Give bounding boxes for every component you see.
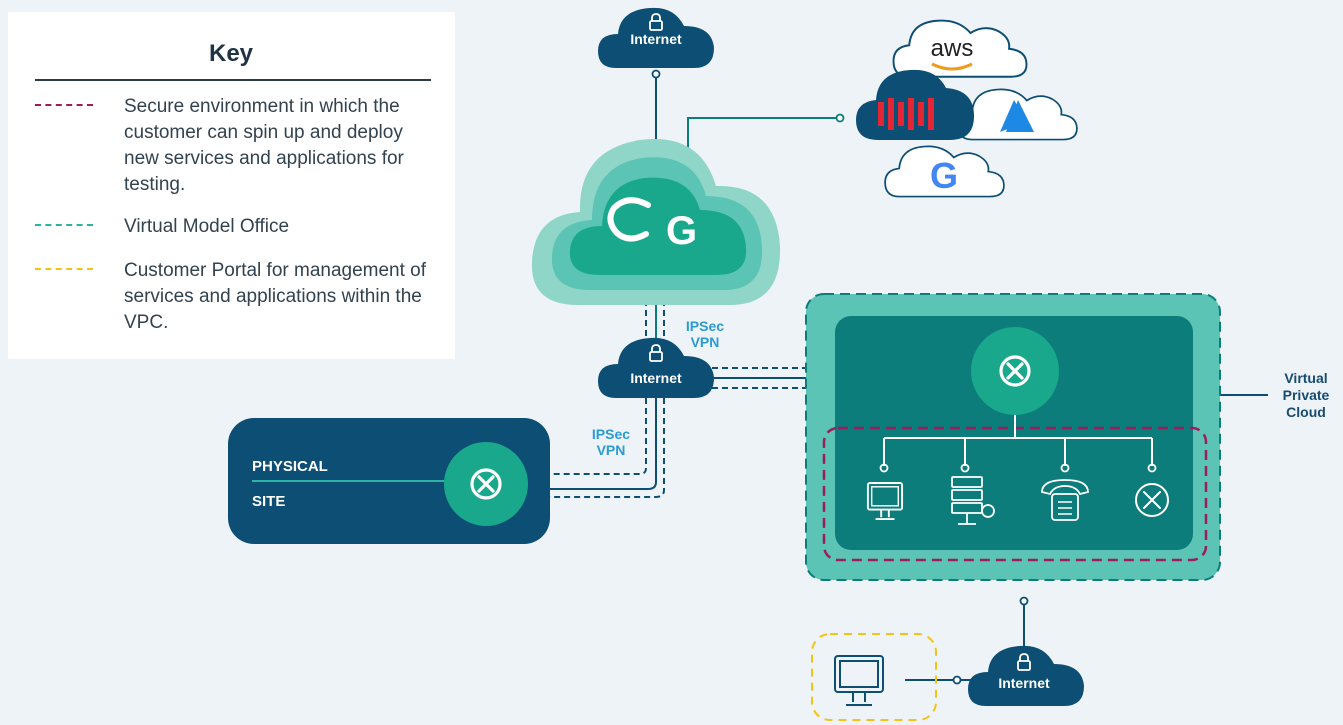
ipsec-line: IPSec [591,426,631,442]
provider-clouds: aws G [856,19,1078,198]
internet-label: Internet [630,370,682,386]
vpn-line: VPN [690,334,720,350]
network-node-icon [1143,491,1161,509]
key-dash-yellow [35,268,93,270]
key-title: Key [208,40,254,67]
vpc-label: Virtual Private Cloud [1272,370,1340,421]
telephone-icon [1041,479,1089,521]
cloudgateway-cloud: G [531,138,781,305]
monitor-icon [834,655,884,706]
internet-cloud-top: Internet [598,7,714,68]
virtual-private-cloud [805,293,1221,581]
azure-logo [1000,100,1034,132]
physical-site-label-line1: PHYSICAL [252,458,328,475]
key-item-label: Virtual Model Office [124,216,290,237]
key-dash-magenta [35,104,93,106]
server-icon [951,476,995,525]
internet-label: Internet [998,675,1050,691]
internet-label: Internet [630,31,682,47]
internet-cloud-middle: Internet [598,337,714,398]
svg-text:G: G [666,209,697,253]
cloudgateway-logo: G [607,197,697,253]
equinix-logo [878,98,934,130]
equinix-cloud [856,69,974,140]
customer-portal [811,633,937,721]
ipsec-line: IPSec [685,318,725,334]
vpn-line: VPN [596,442,626,458]
google-logo: G [930,155,958,196]
vpc-label-line: Cloud [1286,404,1326,420]
vpc-label-line: Virtual [1284,370,1328,386]
aws-logo: aws [931,35,974,62]
physical-site [228,418,550,544]
key-item-label: Customer Portal for management of servic… [124,260,427,333]
vpc-label-line: Private [1282,387,1330,403]
key-panel: Key Secure environment in which the cust… [8,12,455,359]
aws-cloud: aws [892,19,1028,78]
azure-cloud [957,88,1078,141]
ipsec-vpn-label-top: IPSec VPN [680,318,730,350]
internet-cloud-bottom: Internet [968,645,1084,706]
key-divider [35,79,431,81]
google-cloud: G [884,145,1005,198]
ipsec-vpn-label-bottom: IPSec VPN [586,426,636,458]
key-dash-teal [35,224,93,226]
physical-site-label-line2: SITE [252,493,286,510]
key-item-label: Secure environment in which the customer… [124,96,404,195]
